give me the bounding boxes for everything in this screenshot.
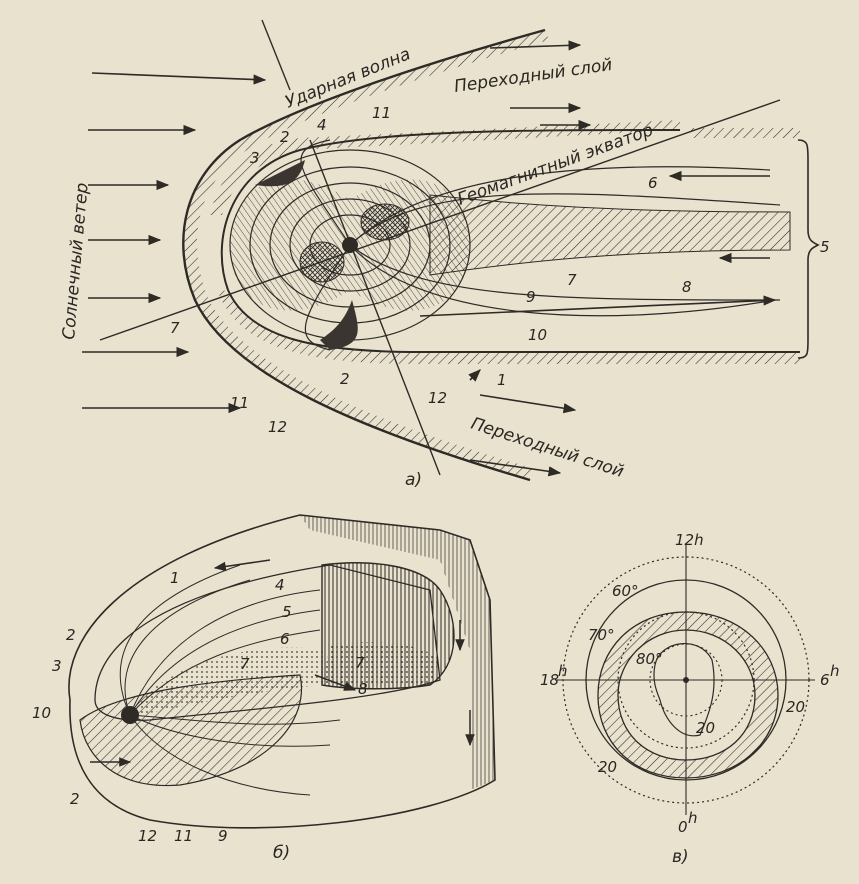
inner-belt-right [360,203,410,241]
b-equator-plane [79,674,302,787]
figure-a: Ударная волна Переходный слой Геомагнитн… [59,19,830,490]
figure-c: 12h 18 h 6 h 0 h 60° 70° 80° 20 20 20 в) [540,531,840,867]
num-a-3: 3 [250,149,260,167]
c-lat-70: 70° [588,626,615,644]
num-a-1: 1 [497,371,507,389]
num-a-5: 5 [820,238,830,256]
num-b-5: 5 [282,603,292,621]
caption-b: б) [273,843,290,863]
num-a-11b: 11 [230,394,249,412]
c-contour-20-bottom: 20 [598,758,617,776]
num-a-2b: 2 [340,370,350,388]
num-a-9: 9 [526,288,536,306]
num-b-4: 4 [275,576,285,594]
num-a-6: 6 [648,174,658,192]
num-b-11: 11 [174,827,193,845]
num-a-4: 4 [317,116,327,134]
num-a-12a: 12 [428,389,447,407]
label-transition-top: Переходный слой [453,55,614,97]
b-tail-dots [322,642,440,685]
solar-wind-arrows [82,72,267,414]
tail-hatch-top [690,128,800,138]
transition-arrows [419,40,777,477]
c-pole [683,677,689,683]
label-solar-wind: Солнечный ветер [59,182,93,341]
shock-pointer-line [261,19,291,91]
num-a-8: 8 [682,278,692,296]
c-hour-bottom-sup: h [688,809,698,827]
cusp-bottom [320,300,358,350]
c-contour-inner [653,643,715,737]
c-hour-top: 12h [675,531,704,549]
c-contour-20-right: 20 [786,698,805,716]
num-b-7b: 7 [355,654,365,672]
c-hour-bottom: 0 [678,818,688,836]
caption-c: в) [672,847,689,867]
c-hour-right-sup: h [830,662,840,680]
num-b-9: 9 [218,827,228,845]
num-a-12b: 12 [268,418,287,436]
num-a-7b: 7 [170,319,180,337]
num-b-2b: 2 [70,790,80,808]
c-hour-left: 18 [540,671,559,689]
num-a-11a: 11 [372,104,391,122]
bracket-5 [797,139,820,359]
geomagnetic-equator-line [99,99,781,341]
num-b-1: 1 [170,569,180,587]
magnetopause-hatch-bottom [218,290,800,364]
axis-line [309,139,441,476]
magnetopause-hatch-top [210,120,680,215]
num-b-2a: 2 [66,626,76,644]
num-b-10: 10 [32,704,51,722]
num-a-10: 10 [528,326,547,344]
num-b-12: 12 [138,827,157,845]
c-hour-right: 6 [820,671,830,689]
num-b-8: 8 [358,680,368,698]
c-hour-left-sup: h [558,662,568,680]
num-a-2a: 2 [280,128,290,146]
c-auroral-oval [597,611,779,779]
b-arrows [90,559,475,767]
num-a-7a: 7 [567,271,577,289]
c-lat-60: 60° [612,582,639,600]
figure-b: б) 1 2 2 3 4 5 6 7 7 8 9 10 11 12 [32,514,496,863]
c-lat-80: 80° [636,650,663,668]
b-field-lines [119,564,341,796]
num-b-3: 3 [52,657,62,675]
b-outer-shell [68,514,496,829]
b-tail-hatch [300,515,495,790]
bow-shock-hatch [183,30,549,480]
c-contour-20-inner: 20 [696,719,715,737]
caption-a: а) [405,470,422,490]
cusp-top [255,160,305,187]
b-earth [121,706,139,724]
plasma-sheet [429,194,791,276]
num-b-6: 6 [280,630,290,648]
num-b-7a: 7 [240,655,250,673]
